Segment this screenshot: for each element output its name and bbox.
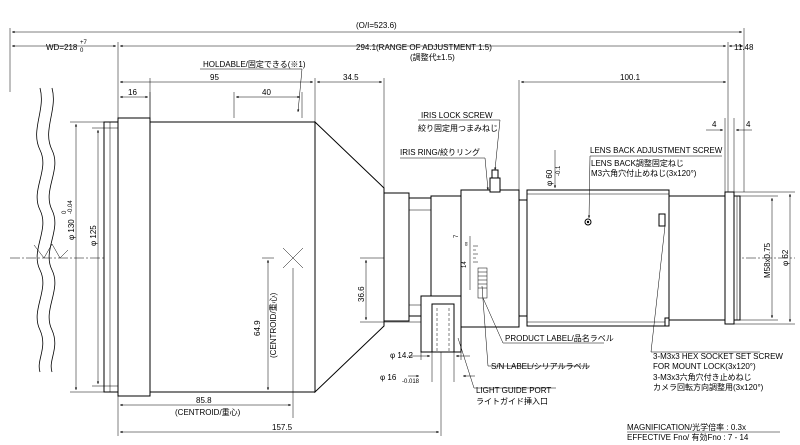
left-vertical-dimensions: φ 130 0 -0.04 φ 125 <box>62 121 118 393</box>
neck <box>383 192 410 322</box>
iris-lock-screw <box>489 177 501 193</box>
dim-36-6: 36.6 <box>357 286 366 302</box>
dim-40: 40 <box>262 88 271 97</box>
dim-16: 16 <box>128 88 137 97</box>
callout-lens-back-en: LENS BACK ADJUSTMENT SCREW <box>590 146 723 155</box>
dim-4a: 4 <box>712 120 717 129</box>
callout-lens-back-jp1: LENS BACK調整固定ねじ <box>591 158 684 168</box>
iris-scale-14: 14 <box>462 261 468 268</box>
callout-product-label: PRODUCT LABEL/品名ラベル <box>505 333 614 343</box>
dim-95: 95 <box>210 73 219 82</box>
rear-slot <box>658 213 666 227</box>
dim-back-flange: 11.48 <box>734 43 754 52</box>
dim-wd-tol-plus: +7 <box>80 40 88 46</box>
callout-hex-en2: FOR MOUNT LOCK(3x120°) <box>653 362 756 371</box>
main-barrel <box>149 121 316 393</box>
callout-light-guide-jp: ライトガイド挿入口 <box>476 396 548 406</box>
callouts: IRIS LOCK SCREW 絞り固定用つまみねじ IRIS RING/絞りリ… <box>400 111 783 406</box>
front-flange <box>103 121 119 393</box>
dim-dia125: φ 125 <box>89 225 98 246</box>
dim-dia60-tol: -0.1 <box>556 165 562 176</box>
iris-scale-7: 7 <box>454 234 460 238</box>
dim-85-8: 85.8 <box>196 396 212 405</box>
iris-scale-inf: ∞ <box>464 242 470 246</box>
dim-100-1: 100.1 <box>620 73 641 82</box>
dim-dia130-tol-minus: -0.04 <box>68 200 74 214</box>
dim-wd: WD=218 <box>46 43 78 52</box>
light-guide-port <box>420 295 462 353</box>
dim-34-5: 34.5 <box>343 73 359 82</box>
note-effective-fno: EFFECTIVE Fno/ 有効Fno : 7 - 14 <box>627 432 749 442</box>
rear-barrel <box>526 189 670 327</box>
callout-lens-back-jp2: M3六角穴付止めねじ(3x120°) <box>591 168 697 178</box>
dim-dia60: φ 60 <box>545 169 554 186</box>
right-vertical-dimensions: φ 60 -0.1 M58x0.75 φ 62 <box>527 150 795 325</box>
callout-hex-jp2: カメラ回転方向調整用(3x120°) <box>653 382 764 392</box>
dim-dia14-2: φ 14.2 <box>390 351 414 360</box>
label-holdable: HOLDABLE/固定できる(※1) <box>203 59 306 69</box>
top-dimensions: (O/I=523.6) WD=218 +7 0 294.1(RANGE OF A… <box>9 21 754 192</box>
dim-wd-tol-minus: 0 <box>80 48 84 54</box>
dim-dia62: φ 62 <box>781 249 790 266</box>
note-magnification: MAGNIFICATION/光学倍率 : 0.3x <box>627 422 746 432</box>
dim-dia130: φ 130 <box>67 219 76 240</box>
callout-sn-label: S/N LABEL/シリアルラベル <box>491 362 590 371</box>
taper-section <box>314 120 385 394</box>
dim-64-9: 64.9 <box>253 320 262 336</box>
dim-centroid-v: (CENTROID/重心) <box>268 292 278 358</box>
callout-light-guide-en: LIGHT GUIDE PORT <box>476 386 551 395</box>
callout-iris-ring: IRIS RING/絞りリング <box>400 147 480 157</box>
light-guide-dimensions: φ 14.2 φ 16 -0.018 <box>380 351 475 385</box>
front-barrel <box>117 117 151 397</box>
dim-m58: M58x0.75 <box>763 242 772 278</box>
dim-dia16: φ 16 <box>380 373 397 382</box>
callout-iris-lock-jp: 絞り固定用つまみねじ <box>418 123 498 133</box>
dim-range-jp: (調整代±1.5) <box>410 52 455 62</box>
bottom-dimensions: 85.8 (CENTROID/重心) 157.5 <box>117 268 442 436</box>
dim-range: 294.1(RANGE OF ADJUSTMENT 1.5) <box>356 43 492 52</box>
iris-scale: ∞ 14 7 <box>454 234 478 290</box>
mount-adapter <box>668 195 726 321</box>
centroid-dimensions: 64.9 (CENTROID/重心) 36.6 <box>253 257 421 390</box>
callout-iris-lock-en: IRIS LOCK SCREW <box>421 111 493 120</box>
dim-dia16-tol: -0.018 <box>402 379 420 385</box>
dim-157-5: 157.5 <box>272 423 293 432</box>
lens-body: ∞ 14 7 <box>103 117 741 397</box>
iris-ring <box>460 189 520 328</box>
work-plane-break <box>33 87 69 373</box>
spec-notes: MAGNIFICATION/光学倍率 : 0.3x EFFECTIVE Fno/… <box>627 422 780 442</box>
callout-hex-en1: 3-M3x3 HEX SOCKET SET SCREW <box>653 352 783 361</box>
dim-dia130-tol-plus: 0 <box>62 210 68 214</box>
dim-centroid-h: (CENTROID/重心) <box>175 407 241 417</box>
callout-hex-jp1: 3-M3x3六角穴付き止めねじ <box>653 372 752 382</box>
dim-overall: (O/I=523.6) <box>356 21 397 30</box>
dim-4b: 4 <box>746 120 751 129</box>
product-label-mark <box>477 267 488 299</box>
